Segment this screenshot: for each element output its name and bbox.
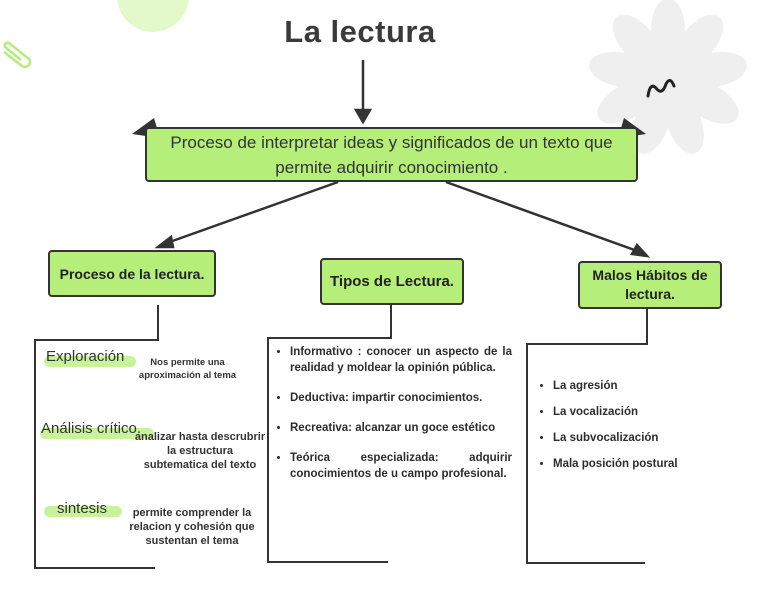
definition-box: Proceso de interpretar ideas y significa… [145, 127, 638, 182]
highlight-mark [44, 506, 122, 517]
list-item: Recreativa: alcanzar un goce estético [290, 420, 512, 436]
list-item: Teórica especializada: adquirir conocimi… [290, 450, 512, 482]
malos-list: La agresión La vocalización La subvocali… [539, 380, 753, 484]
paperclip-icon [3, 41, 32, 69]
highlight-mark [40, 428, 154, 439]
list-item: La vocalización [553, 406, 753, 418]
list-item: Deductiva: impartir conocimientos. [290, 390, 512, 406]
flower-decoration [589, 0, 747, 154]
heading-proceso: Proceso de la lectura. [48, 250, 216, 297]
list-item: La agresión [553, 380, 753, 392]
term-analisis: Análisis crítico. [41, 420, 142, 437]
list-item: Informativo : conocer un aspecto de la r… [290, 344, 512, 376]
list-item: La subvocalización [553, 432, 753, 444]
connector-arrows [154, 60, 651, 258]
heading-tipos-label: Tipos de Lectura. [330, 273, 454, 290]
list-item: Mala posición postural [553, 458, 753, 470]
tipos-list: Informativo : conocer un aspecto de la r… [276, 344, 512, 496]
term-exploracion: Exploración [46, 348, 125, 365]
term-sintesis: sintesis [57, 500, 108, 517]
squiggle-decoration [646, 79, 676, 98]
heading-malos-label: Malos Hábitos de lectura. [592, 267, 708, 302]
page-title: La lectura [284, 14, 436, 49]
bracket-lines [34, 305, 648, 569]
desc-analisis: analizar hasta descrubrir la estructura … [134, 431, 266, 471]
desc-exploracion: Nos permite una aproximación al tema [138, 357, 237, 381]
heading-tipos: Tipos de Lectura. [320, 258, 464, 305]
definition-text: Proceso de interpretar ideas y significa… [170, 132, 613, 177]
heading-proceso-label: Proceso de la lectura. [59, 265, 205, 282]
highlight-mark [44, 356, 136, 367]
desc-sintesis: permite comprender la relacion y cohesió… [129, 507, 255, 547]
heading-malos: Malos Hábitos de lectura. [578, 261, 722, 309]
green-blob-decoration [117, 0, 189, 32]
